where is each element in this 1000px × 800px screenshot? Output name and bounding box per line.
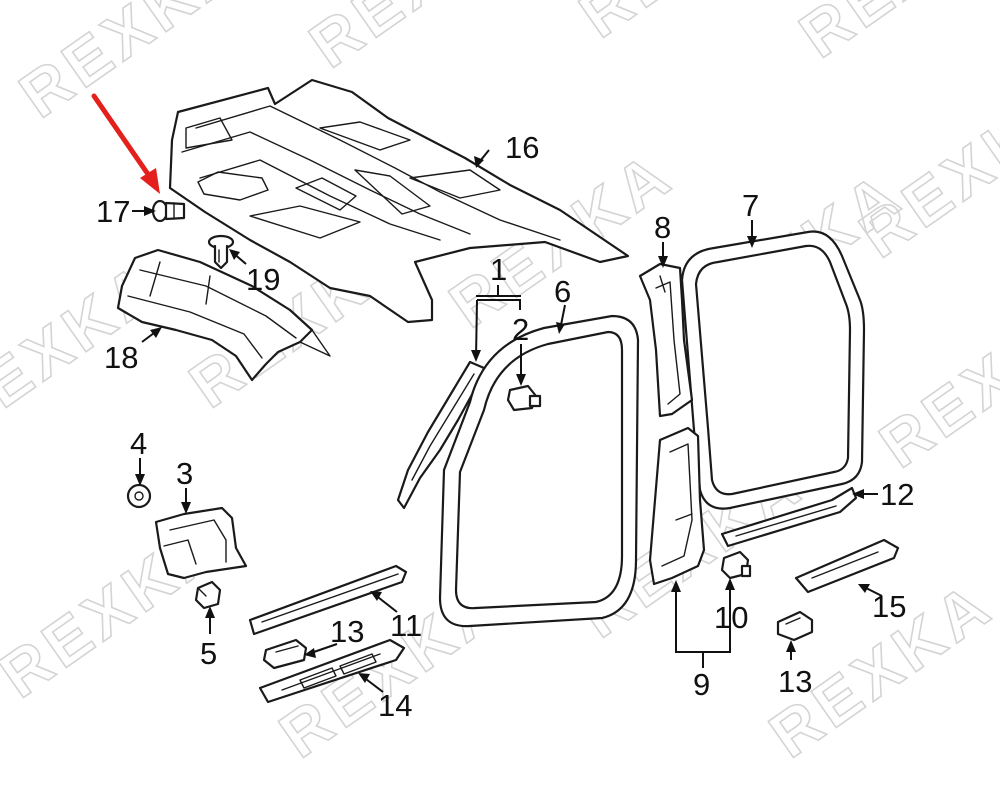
part-6-front-weatherstrip — [438, 314, 640, 628]
part-3-kick-panel — [154, 506, 248, 580]
callout-labels: 16 1 2 6 7 8 12 15 10 9 13 11 13 14 4 3 … — [96, 130, 914, 723]
callout-19: 19 — [246, 262, 280, 297]
callout-9: 9 — [693, 667, 710, 702]
arrowhead — [671, 580, 681, 592]
callout-17: 17 — [96, 194, 130, 229]
callout-13-left: 13 — [330, 614, 364, 649]
part-4-cap — [126, 483, 152, 509]
callout-8: 8 — [654, 210, 671, 245]
arrowhead — [358, 673, 370, 683]
part-7-rear-weatherstrip — [680, 230, 866, 510]
callout-11: 11 — [390, 608, 422, 643]
arrowhead — [144, 206, 156, 216]
part-19-push-clip — [207, 234, 235, 270]
callout-10: 10 — [714, 600, 748, 635]
part-10-clip — [720, 550, 752, 580]
callout-5: 5 — [200, 636, 217, 671]
arrowhead — [135, 474, 145, 486]
part-9-lower-b-pillar — [648, 426, 706, 586]
arrowhead — [150, 327, 162, 338]
callout-14: 14 — [378, 688, 412, 723]
leader-arrowheads — [135, 156, 870, 683]
part-11-front-scuff — [248, 564, 408, 636]
watermark-text: REXKA — [787, 0, 1000, 71]
callout-4: 4 — [130, 426, 147, 461]
arrowhead — [725, 578, 735, 590]
arrowhead — [304, 648, 316, 658]
part-16-floor-carpet — [168, 78, 630, 324]
callout-12: 12 — [880, 477, 914, 512]
callout-18: 18 — [104, 340, 138, 375]
arrowhead — [556, 322, 565, 334]
part-18-rear-trim — [116, 248, 331, 382]
part-5-block — [194, 580, 222, 610]
arrowhead — [852, 489, 864, 499]
arrowhead — [370, 591, 382, 601]
callout-2: 2 — [512, 312, 529, 347]
arrowhead — [229, 249, 240, 260]
arrowhead — [858, 584, 870, 593]
callout-6: 6 — [554, 274, 571, 309]
callout-3: 3 — [176, 456, 193, 491]
arrowhead — [474, 156, 484, 168]
callout-15: 15 — [872, 589, 906, 624]
part-2-clip — [506, 384, 542, 412]
part-15-rear-sill — [794, 538, 900, 594]
watermark-text: REXKA — [297, 0, 546, 81]
part-13-clip-left — [262, 638, 308, 670]
highlight-arrow — [91, 93, 160, 194]
arrowhead — [205, 606, 215, 618]
callout-13-right: 13 — [778, 664, 812, 699]
arrowhead — [658, 256, 668, 268]
part-8-upper-b-pillar — [638, 262, 694, 418]
callout-7: 7 — [742, 188, 759, 223]
part-17-clip — [151, 199, 186, 223]
arrowhead — [786, 640, 796, 652]
part-12-rear-scuff — [720, 486, 858, 548]
callout-16: 16 — [505, 130, 539, 165]
callout-1: 1 — [490, 252, 507, 287]
arrowhead — [747, 236, 757, 248]
part-13-clip-right — [776, 610, 814, 642]
watermark-text: REXKA — [867, 277, 1000, 482]
part-14-front-sill — [258, 638, 406, 704]
arrowhead — [181, 502, 191, 514]
arrowhead — [471, 350, 481, 362]
watermark-text: REXKA — [567, 0, 816, 51]
arrowhead — [516, 374, 526, 386]
